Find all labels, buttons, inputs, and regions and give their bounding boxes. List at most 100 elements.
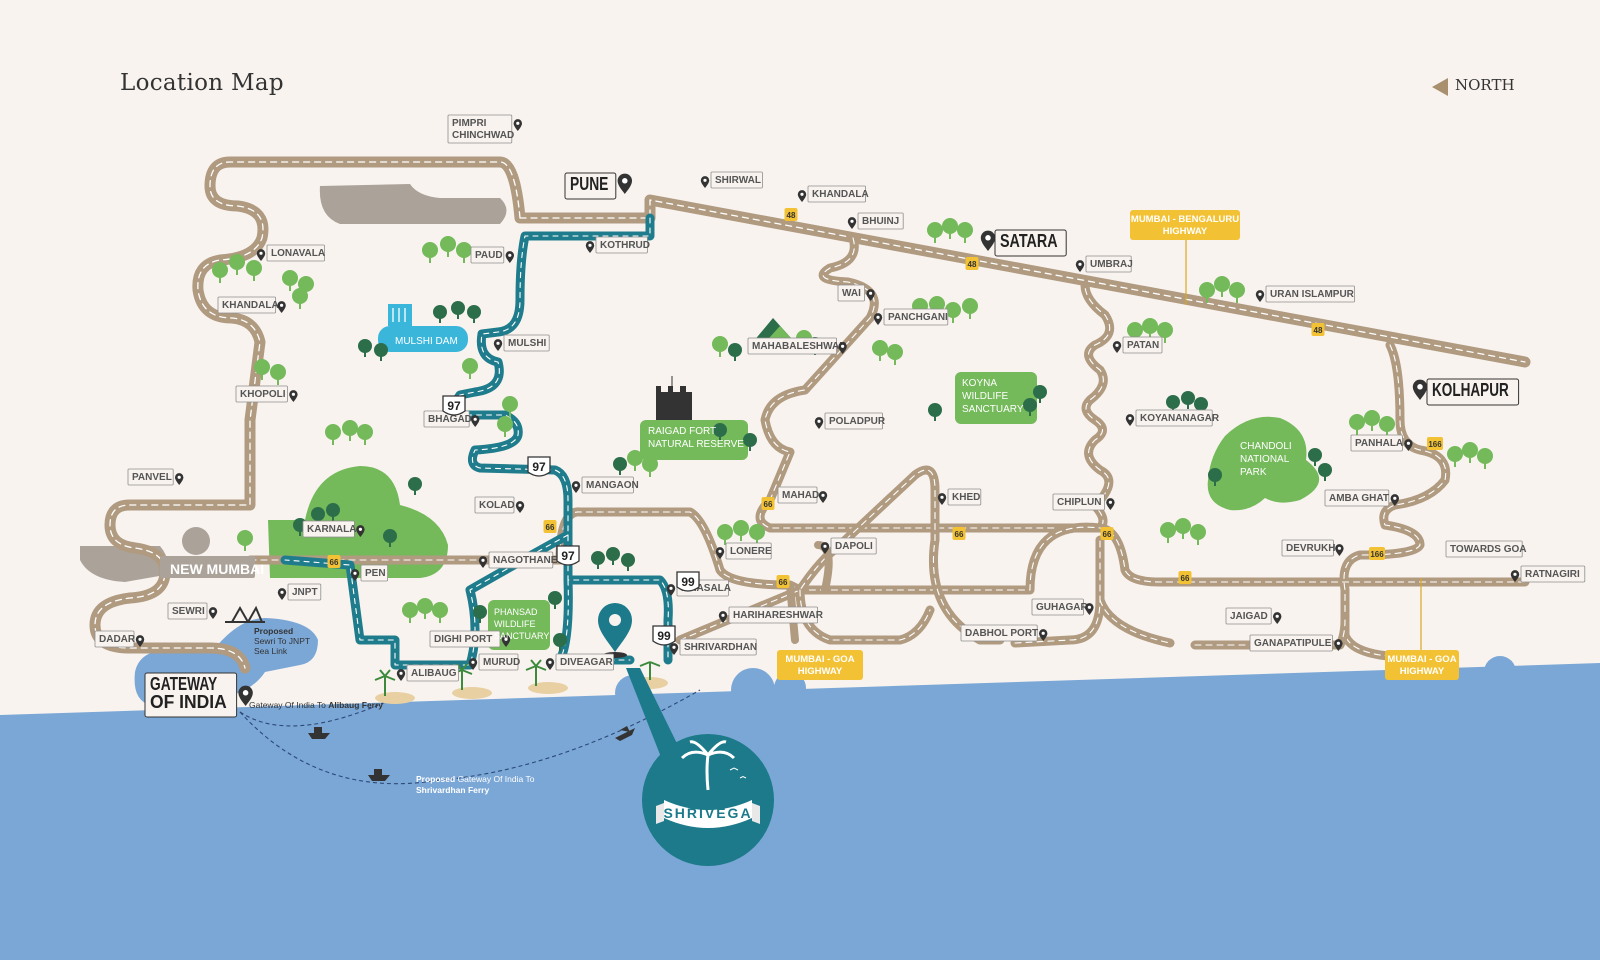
svg-text:MULSHI DAM: MULSHI DAM	[395, 336, 458, 347]
route-pune-shrivega	[280, 213, 673, 670]
svg-text:SHIRWAL: SHIRWAL	[715, 175, 761, 186]
svg-text:RATNAGIRI: RATNAGIRI	[1525, 569, 1580, 580]
location-pin-icon	[814, 417, 824, 429]
svg-text:NEW MUMBAI: NEW MUMBAI	[170, 561, 264, 577]
svg-text:66: 66	[779, 578, 788, 587]
location-pin-icon	[1335, 544, 1344, 556]
place-label-patan: PATAN	[1112, 336, 1163, 354]
location-pin-icon	[571, 481, 581, 493]
svg-text:CHIPLUN: CHIPLUN	[1057, 497, 1101, 508]
svg-text:GATEWAY: GATEWAY	[150, 674, 217, 694]
location-pin-icon	[289, 390, 298, 402]
place-label-mulshi: MULSHI	[493, 334, 550, 352]
svg-text:MANGAON: MANGAON	[586, 480, 639, 491]
svg-text:WILDLIFE: WILDLIFE	[962, 391, 1008, 402]
svg-text:NATIONAL: NATIONAL	[1240, 454, 1290, 465]
svg-text:Sewri To JNPT: Sewri To JNPT	[254, 636, 310, 646]
fort-icon	[656, 376, 692, 420]
palm-tree-icon	[374, 659, 661, 696]
place-label-lonere: LONERE	[715, 542, 772, 560]
svg-text:66: 66	[955, 530, 964, 539]
svg-text:PARK: PARK	[1240, 467, 1267, 478]
svg-text:JAIGAD: JAIGAD	[1230, 611, 1268, 622]
location-pin-icon	[493, 339, 503, 351]
svg-text:PATAN: PATAN	[1127, 340, 1159, 351]
place-label-uran_islampur: URAN ISLAMPUR	[1255, 285, 1355, 303]
svg-text:NAGOTHANE: NAGOTHANE	[493, 555, 558, 566]
place-label-khopoli: KHOPOLI	[235, 385, 298, 403]
svg-text:KHOPOLI: KHOPOLI	[240, 389, 286, 400]
svg-text:DAPOLI: DAPOLI	[835, 541, 873, 552]
highway-shield-97: 97	[527, 456, 551, 477]
highway-shield-66: 66	[1178, 571, 1192, 584]
page-title: Location Map	[120, 70, 284, 96]
place-label-alibaug: ALIBAUG	[396, 664, 459, 682]
place-label-khed: KHED	[937, 488, 982, 506]
place-label-shirwal: SHIRWAL	[700, 171, 763, 189]
svg-text:DABHOL PORT: DABHOL PORT	[965, 628, 1038, 639]
location-pin-icon	[1085, 603, 1094, 615]
svg-text:166: 166	[1428, 440, 1442, 449]
svg-text:97: 97	[561, 549, 575, 563]
svg-text:TOWARDS GOA: TOWARDS GOA	[1450, 544, 1526, 555]
svg-text:UMBRAJ: UMBRAJ	[1090, 259, 1133, 270]
svg-text:KHANDALA: KHANDALA	[812, 189, 869, 200]
svg-text:SATARA: SATARA	[1000, 231, 1058, 251]
location-pin-icon	[277, 588, 287, 600]
svg-text:KHED: KHED	[952, 492, 980, 503]
svg-text:KOYANANAGAR: KOYANANAGAR	[1140, 413, 1220, 424]
location-pin-icon	[208, 607, 218, 619]
place-label-wai: WAI	[837, 284, 875, 302]
ferry-shrivardhan-route	[239, 689, 701, 785]
place-label-amba_ghat: AMBA GHAT	[1324, 489, 1399, 507]
place-label-khandala_e: KHANDALA	[797, 185, 869, 203]
place-label-diveagar: DIVEAGAR	[545, 653, 614, 671]
svg-text:SHRIVARDHAN: SHRIVARDHAN	[684, 642, 757, 653]
ferry-alibaug-route	[239, 699, 391, 727]
place-label-bhuinj: BHUINJ	[847, 212, 904, 230]
svg-text:HIGHWAY: HIGHWAY	[1400, 666, 1445, 677]
place-label-paud: PAUD	[470, 246, 514, 264]
svg-text:PHANSAD: PHANSAD	[494, 607, 538, 617]
svg-text:99: 99	[681, 575, 695, 589]
svg-text:PANVEL: PANVEL	[132, 472, 172, 483]
svg-text:MUMBAI - GOA: MUMBAI - GOA	[1387, 654, 1456, 665]
highway-shield-48: 48	[965, 257, 979, 270]
svg-text:MUMBAI - BENGALURU: MUMBAI - BENGALURU	[1131, 214, 1239, 225]
location-pin-icon	[617, 173, 632, 194]
place-label-dighi_port: DIGHI PORT	[429, 630, 511, 648]
highway-shield-99: 99	[652, 625, 676, 646]
ferry-shrivardhan-annotation: Proposed Gateway Of India ToShrivardhan …	[416, 774, 535, 795]
svg-text:OF INDIA: OF INDIA	[150, 692, 227, 712]
svg-text:GANAPATIPULE: GANAPATIPULE	[1254, 638, 1332, 649]
place-label-shrivardhan: SHRIVARDHAN	[669, 638, 757, 656]
highway-shield-97: 97	[442, 395, 466, 416]
svg-text:KOTHRUD: KOTHRUD	[600, 240, 650, 251]
svg-text:SANCTUARY: SANCTUARY	[494, 631, 549, 641]
place-label-guhagar: GUHAGAR	[1031, 598, 1094, 616]
location-pin-icon	[700, 176, 710, 188]
place-label-panhala: PANHALA	[1350, 434, 1413, 452]
place-label-dapoli: DAPOLI	[820, 537, 877, 555]
place-label-murud: MURUD	[468, 653, 520, 671]
svg-text:DADAR: DADAR	[99, 634, 136, 645]
highway-shield-66: 66	[327, 555, 341, 568]
svg-text:PANCHGANI: PANCHGANI	[888, 312, 948, 323]
palm-tree-icon	[680, 740, 736, 791]
svg-text:SANCTUARY: SANCTUARY	[962, 404, 1024, 415]
svg-text:66: 66	[1103, 530, 1112, 539]
svg-text:RAIGAD FORT: RAIGAD FORT	[648, 426, 716, 437]
highway-shield-66: 66	[776, 575, 790, 588]
svg-text:Shrivardhan Ferry: Shrivardhan Ferry	[416, 785, 489, 795]
location-pin-icon	[505, 251, 514, 263]
place-label-mahabaleshwar: MAHABALESHWAR	[747, 337, 847, 355]
location-pin-icon	[471, 415, 480, 427]
svg-text:66: 66	[546, 523, 555, 532]
svg-text:Proposed Gateway Of India To: Proposed Gateway Of India To	[416, 774, 535, 784]
arabian-sea	[0, 663, 1600, 960]
svg-text:DIGHI PORT: DIGHI PORT	[434, 634, 492, 645]
dam-icon	[388, 304, 412, 326]
project-badge	[642, 734, 774, 866]
